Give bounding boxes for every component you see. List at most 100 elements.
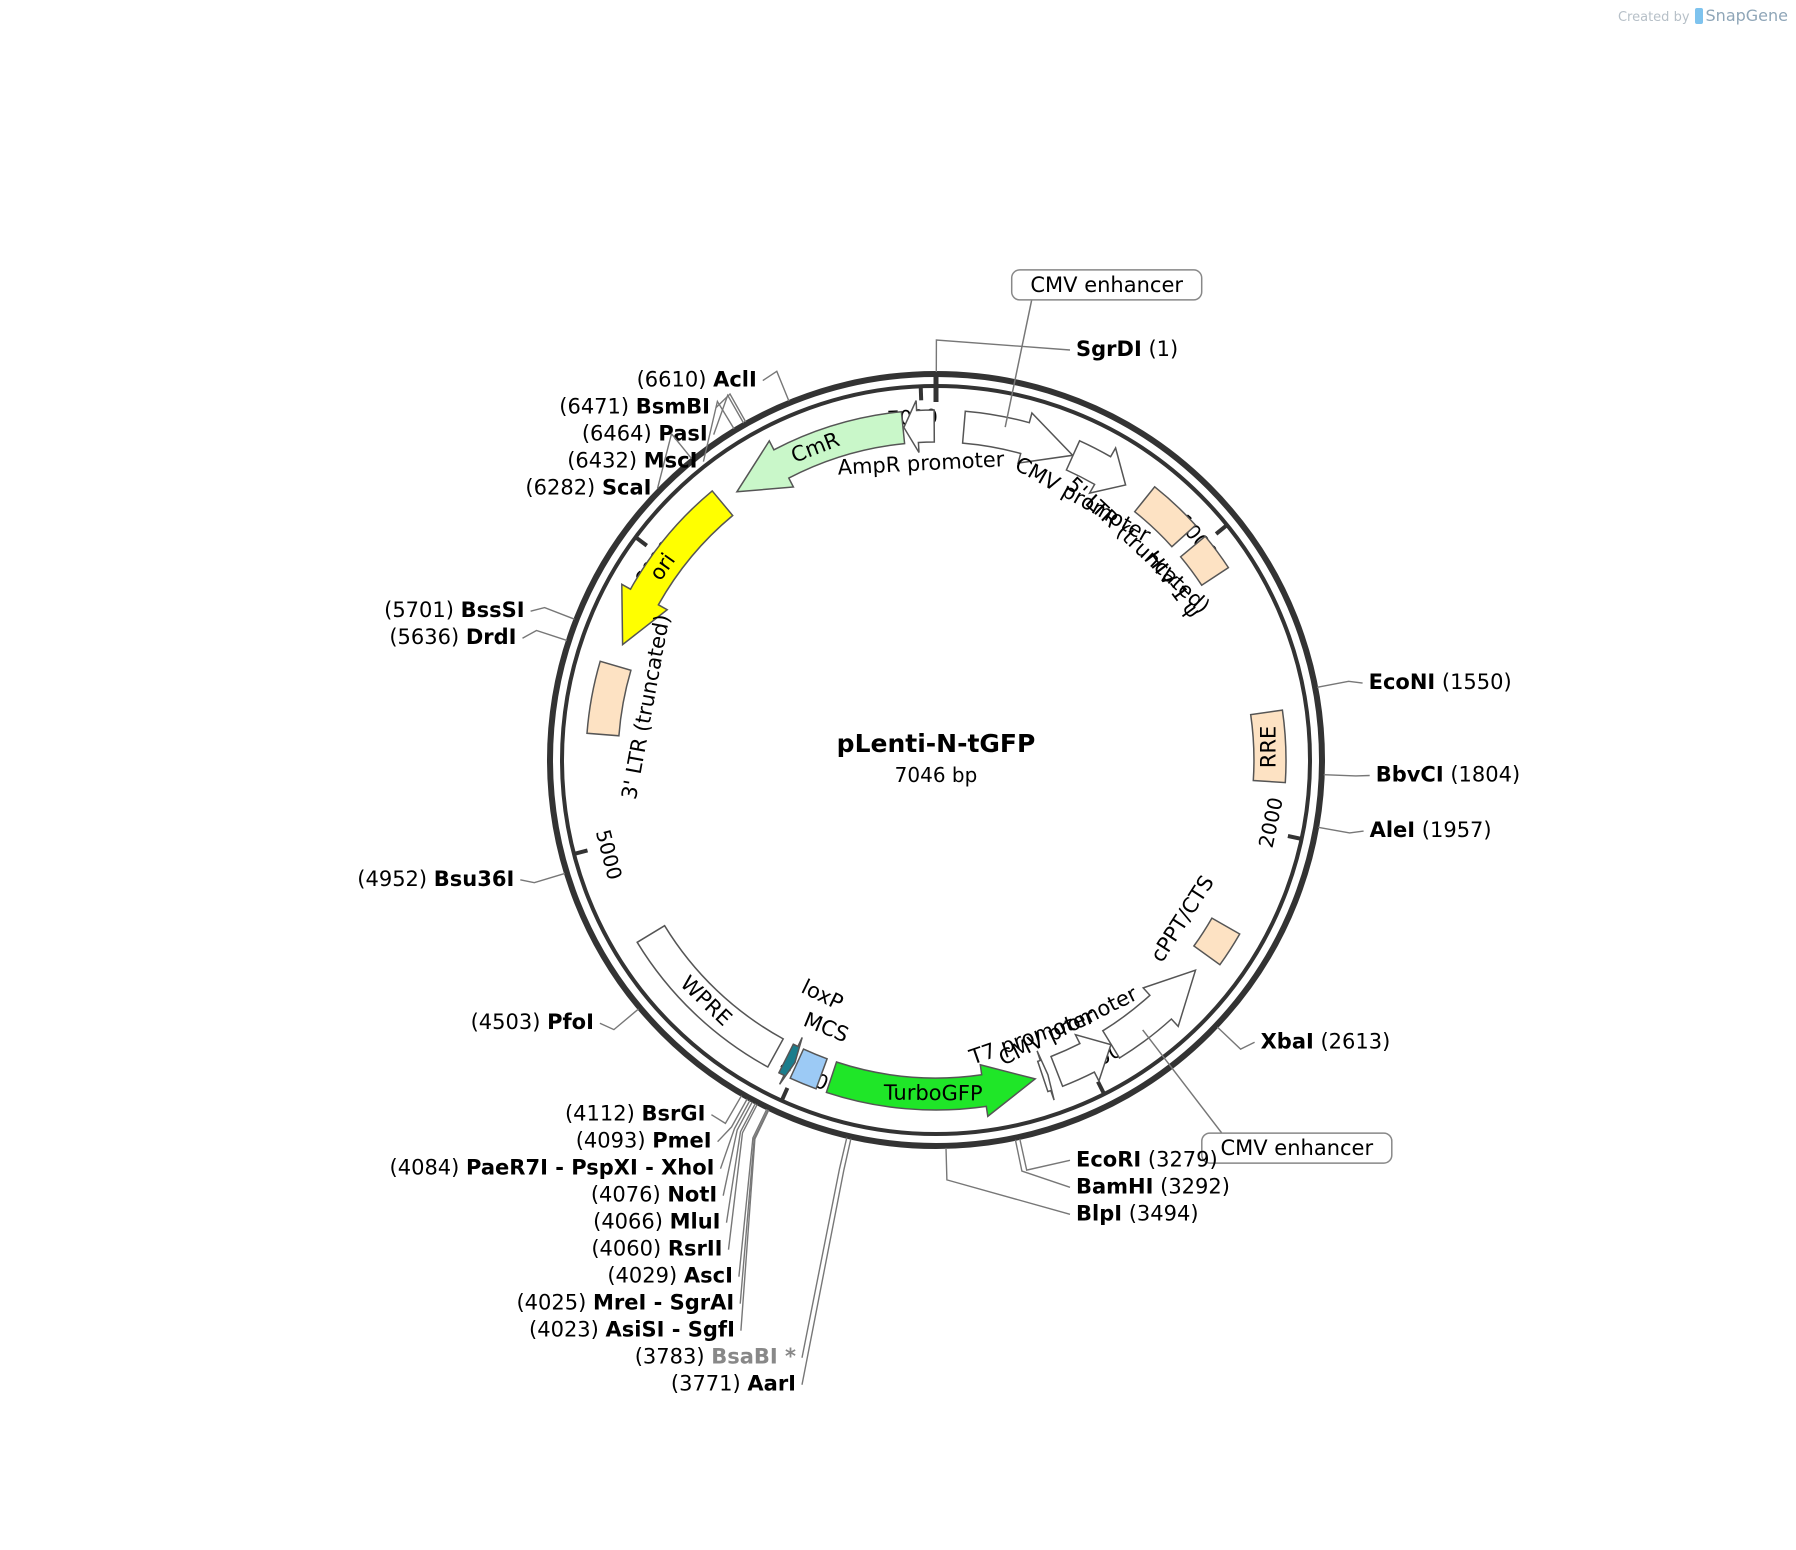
site-line-pfoi (599, 1008, 639, 1031)
site-name: MreI - SgrAI (593, 1291, 734, 1315)
site-position: (2613) (1314, 1029, 1391, 1053)
credit-prefix: Created by (1617, 10, 1690, 25)
plasmid-size: 7046 bp (895, 763, 978, 787)
site-label-mrei-sgrai: (4025) MreI - SgrAI (516, 1291, 734, 1315)
site-position: (3783) (635, 1345, 712, 1369)
feature-label-mcs: MCS (800, 1008, 852, 1048)
site-label-bbvci: BbvCI (1804) (1376, 763, 1520, 787)
site-name: DrdI (466, 625, 517, 649)
feature-label-box (1010, 269, 1203, 301)
site-name: EcoNI (1369, 670, 1436, 694)
tick-label-2000: 2000 (1254, 795, 1288, 850)
site-line-pmei (717, 1098, 748, 1143)
feature-3-ltr-truncated (586, 660, 632, 737)
site-label-sgrdi: SgrDI (1) (1076, 337, 1178, 361)
site-label-econi: EcoNI (1550) (1369, 670, 1512, 694)
backbone-inner-ring (560, 384, 1312, 1136)
tick-1000 (1214, 523, 1229, 536)
feature-label-cmv-enhancer: CMV enhancer (1220, 1136, 1373, 1160)
site-label-alei: AleI (1957) (1370, 818, 1492, 842)
site-label-bsu36i: (4952) Bsu36I (357, 867, 514, 891)
site-label-asisi-sgfi: (4023) AsiSI - SgfI (529, 1318, 735, 1342)
site-label-blpi: BlpI (3494) (1076, 1201, 1199, 1225)
site-line-bsabi (801, 1137, 848, 1358)
site-name: BsrGI (641, 1102, 705, 1126)
feature-track (586, 400, 1287, 1118)
site-position: (6282) (525, 476, 602, 500)
site-position: (1957) (1415, 818, 1492, 842)
site-line-bsu36i (520, 872, 566, 884)
feature-cmv-promoter (1050, 1033, 1112, 1088)
site-label-bsssi: (5701) BssSI (384, 598, 524, 622)
site-name: ScaI (602, 476, 652, 500)
site-name: XbaI (1261, 1029, 1314, 1053)
feature-ori (621, 489, 734, 647)
site-label-mlui: (4066) MluI (593, 1210, 720, 1234)
site-name: SgrDI (1076, 337, 1142, 361)
site-label-bsrgi: (4112) BsrGI (565, 1102, 705, 1126)
site-position: (5636) (389, 625, 466, 649)
site-name: NotI (667, 1183, 717, 1207)
feature-cmv-promoter (1065, 439, 1127, 495)
site-line-ecori (1019, 1138, 1071, 1171)
site-line-econi (1316, 680, 1363, 688)
site-position: (3771) (671, 1372, 748, 1396)
site-line-sgrdi (935, 339, 1071, 373)
tick-2000 (1287, 834, 1303, 841)
feature-t7-promoter (1036, 1050, 1055, 1101)
center-label: pLenti-N-tGFP 7046 bp (837, 729, 1036, 787)
site-name: MscI (644, 449, 698, 473)
site-line-bamhi (1014, 1139, 1071, 1188)
feature-label-box (1201, 1132, 1393, 1164)
feature-cmv-enhancer (1101, 969, 1197, 1060)
site-name: MluI (670, 1210, 721, 1234)
site-label-rsrii: (4060) RsrII (591, 1237, 722, 1261)
feature-ampr-promoter (903, 400, 936, 453)
feature-label-turbogfp: TurboGFP (883, 1081, 983, 1106)
site-name: PfoI (547, 1010, 594, 1034)
site-name: RsrII (668, 1237, 723, 1261)
site-position: (4066) (593, 1210, 670, 1234)
site-position: (6432) (567, 449, 644, 473)
site-name: PmeI (652, 1129, 711, 1153)
site-label-bamhi: BamHI (3292) (1076, 1174, 1230, 1198)
site-name: BlpI (1076, 1201, 1122, 1225)
site-position: (1550) (1435, 670, 1512, 694)
site-line-mrei-sgrai (739, 1109, 769, 1304)
site-position: (3292) (1153, 1174, 1230, 1198)
site-label-bsabi: (3783) BsaBI * (635, 1345, 796, 1369)
site-position: (4025) (516, 1291, 593, 1315)
site-line-asci (738, 1108, 768, 1277)
site-label-acli: (6610) AclI (637, 368, 757, 392)
feature-label-loxp: loxP (798, 975, 847, 1015)
feature-hiv-1 (1179, 535, 1230, 587)
site-name: Bsu36I (434, 867, 515, 891)
site-line-paer7i-pspxi-xhoi (719, 1100, 751, 1169)
site-name: BamHI (1076, 1174, 1153, 1198)
site-name: AarI (747, 1372, 796, 1396)
site-position: (6610) (637, 368, 714, 392)
site-line-msci (702, 399, 735, 462)
site-name: AleI (1370, 818, 1416, 842)
feature-label-cmv-enhancer: CMV enhancer (1030, 273, 1183, 297)
site-line-bsrgi (711, 1095, 743, 1125)
site-line-alei (1317, 826, 1364, 834)
site-line-acli (762, 370, 790, 402)
tick-label-5000: 5000 (591, 827, 627, 882)
site-name: AsiSI - SgfI (606, 1318, 735, 1342)
site-name: AscI (684, 1264, 733, 1288)
feature-cppt-cts (1192, 917, 1241, 966)
tick-3000 (1096, 1080, 1106, 1096)
plasmid-name: pLenti-N-tGFP (837, 729, 1036, 758)
site-label-pmei: (4093) PmeI (576, 1129, 712, 1153)
site-label-xbai: XbaI (2613) (1261, 1029, 1391, 1053)
plasmid-backbone (547, 371, 1325, 1149)
feature-loxp (777, 1037, 803, 1085)
site-label-aari: (3771) AarI (671, 1372, 796, 1396)
site-name: BsaBI * (711, 1345, 796, 1369)
feature-rre (1249, 709, 1287, 784)
site-position: (4503) (471, 1010, 548, 1034)
site-line-noti (722, 1101, 753, 1196)
